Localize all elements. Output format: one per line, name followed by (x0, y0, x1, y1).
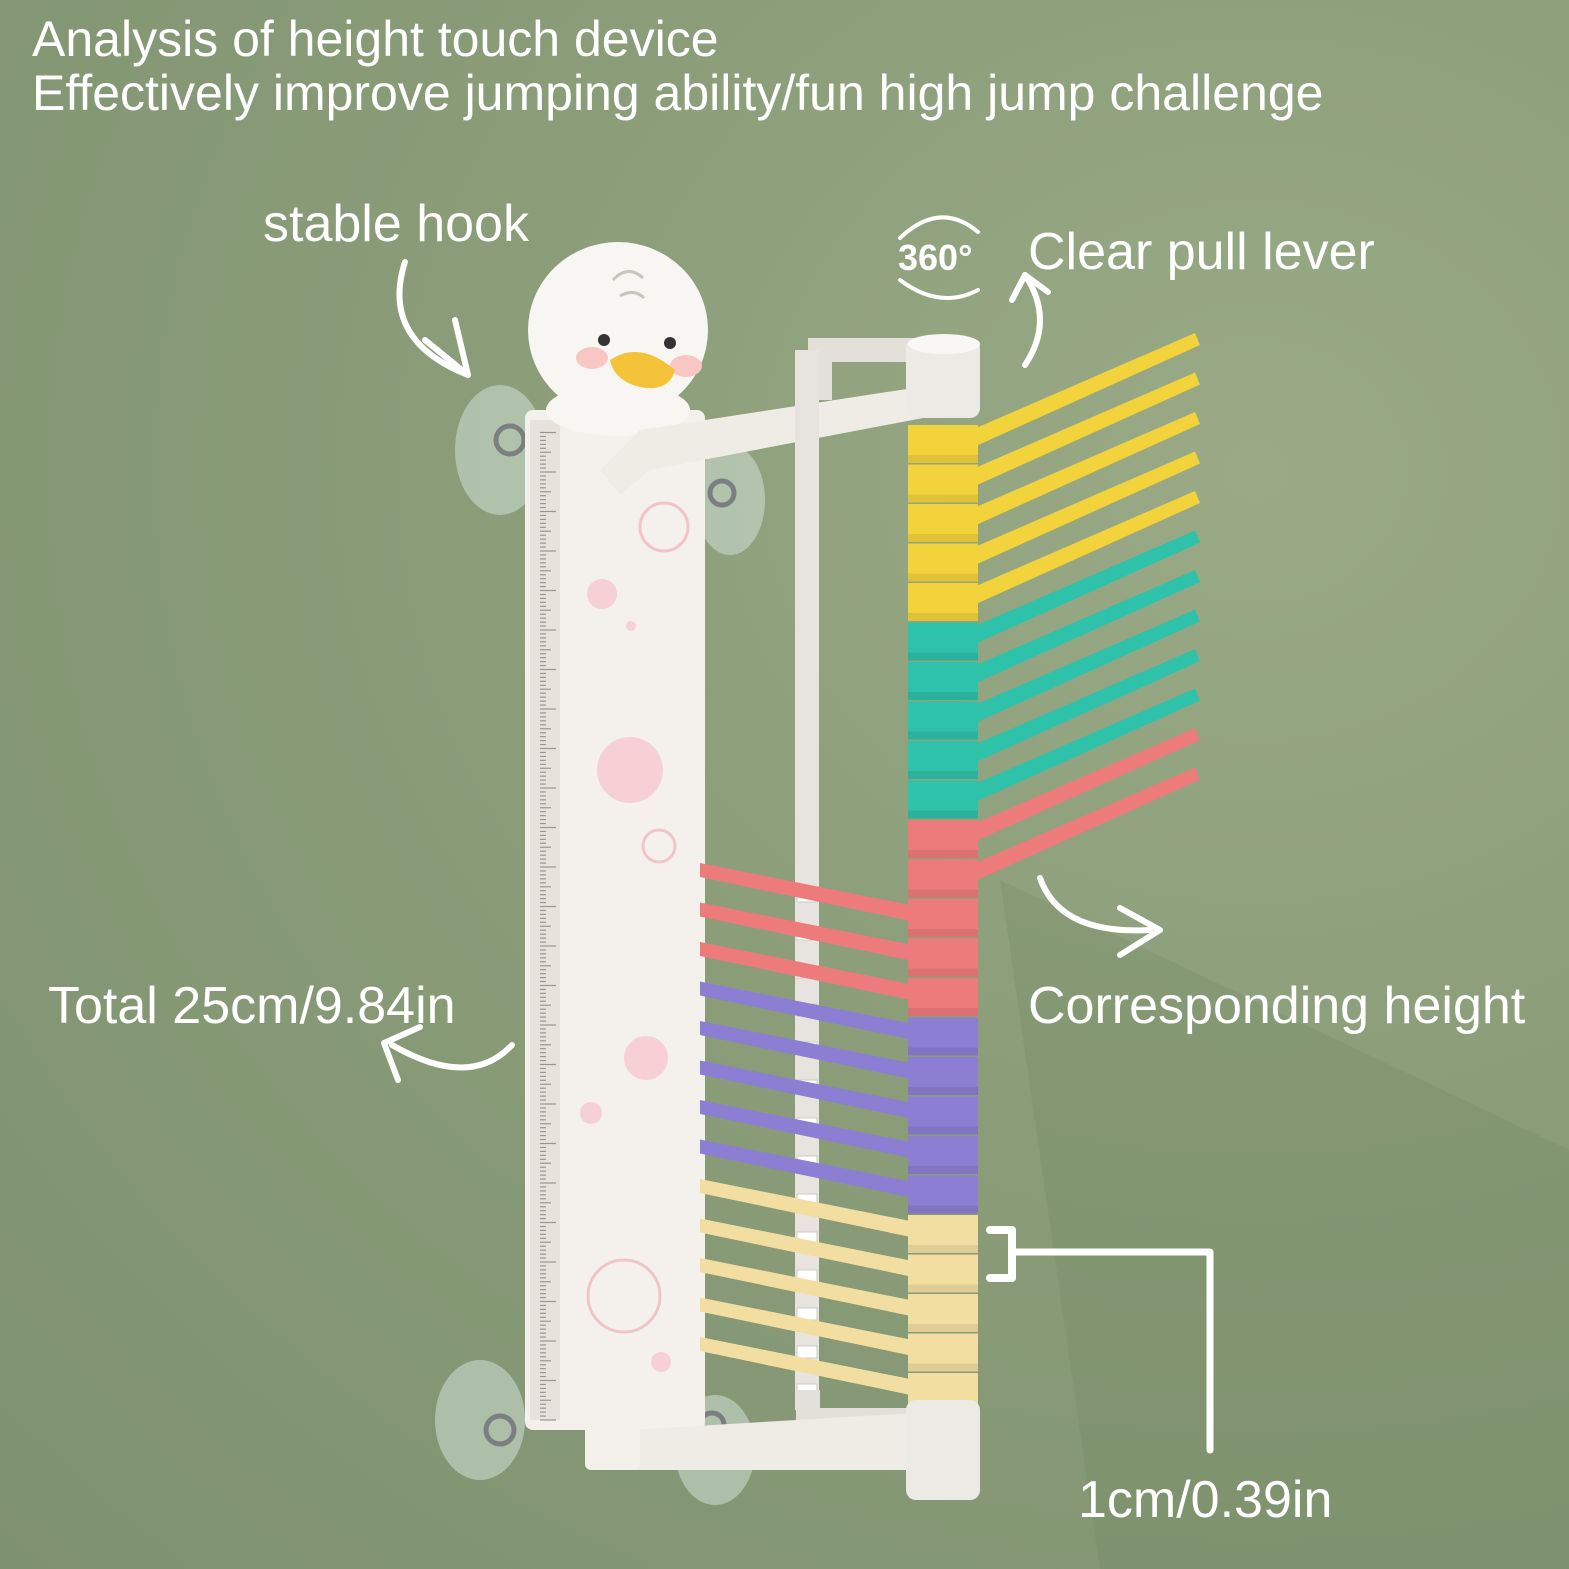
bubble (624, 1036, 668, 1080)
badge-360: 360° (898, 237, 973, 278)
arrow-stable-hook (396, 259, 471, 378)
label-stable-hook: stable hook (263, 195, 529, 253)
pull-lever (700, 942, 930, 1004)
bubble (651, 1352, 671, 1372)
bubble (626, 621, 636, 631)
duck-beak (610, 352, 675, 389)
pull-lever (700, 863, 930, 925)
pull-lever (700, 1021, 930, 1083)
pull-lever (960, 333, 1200, 451)
post-bottom-cap (906, 1400, 980, 1500)
bracket-1cm (986, 1226, 1016, 1282)
arrow-head-stable-hook (422, 317, 471, 378)
pull-lever (700, 1218, 930, 1281)
label-corresponding-height: Corresponding height (1028, 977, 1526, 1035)
pull-lever (700, 1297, 930, 1360)
bottom-bracket (585, 1400, 640, 1470)
title-line-1: Analysis of height touch device (32, 11, 719, 67)
suction-cup-bottom-left (435, 1360, 525, 1480)
pull-lever (960, 451, 1200, 570)
pull-lever (700, 1100, 930, 1162)
pull-lever (960, 491, 1200, 609)
pull-lever (960, 530, 1200, 649)
rotation-arrow-top (898, 215, 980, 240)
pull-levers (700, 333, 1200, 1411)
arrow-head-clear-pull-lever (1009, 272, 1051, 303)
pull-lever (700, 1337, 930, 1399)
title-line-2: Effectively improve jumping ability/fun … (32, 65, 1324, 121)
pull-lever (700, 1258, 930, 1320)
pull-lever (700, 1060, 930, 1123)
bubble (587, 579, 617, 609)
ruler-board (525, 410, 705, 1430)
label-step-1cm: 1cm/0.39in (1078, 1471, 1333, 1529)
arrow-head-corresponding-height (1117, 905, 1163, 958)
top-arm (600, 380, 965, 495)
pull-lever (960, 570, 1200, 688)
bubble (586, 1258, 662, 1334)
duck-eye-right (664, 337, 676, 349)
bottom-arm (628, 1410, 965, 1470)
pull-lever (960, 728, 1200, 846)
pull-lever (960, 767, 1200, 886)
rotation-arrow-bottom (898, 278, 980, 300)
arrow-total-length (389, 1042, 515, 1071)
screw-bottom-left (483, 1413, 517, 1447)
pull-lever (960, 412, 1200, 530)
pull-lever (960, 609, 1200, 728)
pull-lever (700, 1139, 930, 1202)
pull-lever (700, 902, 930, 965)
duck-neck (546, 384, 690, 436)
bubble (580, 1102, 602, 1124)
pull-lever (960, 649, 1200, 767)
duck-cheek-right (670, 355, 702, 377)
duck-wing-mark (611, 270, 646, 300)
post-top-cap-face (908, 334, 980, 354)
bubble (641, 828, 677, 864)
arrow-head-total-length (381, 1024, 423, 1083)
pull-lever (700, 1179, 930, 1241)
screw-top-right (707, 478, 737, 508)
duck-eye-left (598, 334, 610, 346)
pull-lever (960, 688, 1200, 807)
post-top-cap (906, 338, 980, 418)
bubble (597, 737, 663, 803)
wall-shadow (1000, 880, 1569, 1569)
pull-lever (700, 981, 930, 1044)
arrow-corresponding-height (1037, 875, 1153, 934)
label-total-length: Total 25cm/9.84in (48, 977, 456, 1035)
pull-lever (960, 372, 1200, 491)
leader-1cm (1008, 1248, 1214, 1454)
frame-top (808, 338, 930, 400)
ruler-tick-marks (540, 431, 556, 1421)
screw-top-left (493, 423, 527, 457)
arrow-clear-pull-lever (1022, 272, 1043, 368)
label-clear-pull-lever: Clear pull lever (1028, 223, 1375, 281)
bubble (638, 501, 690, 553)
duck-cheek-left (576, 347, 608, 369)
